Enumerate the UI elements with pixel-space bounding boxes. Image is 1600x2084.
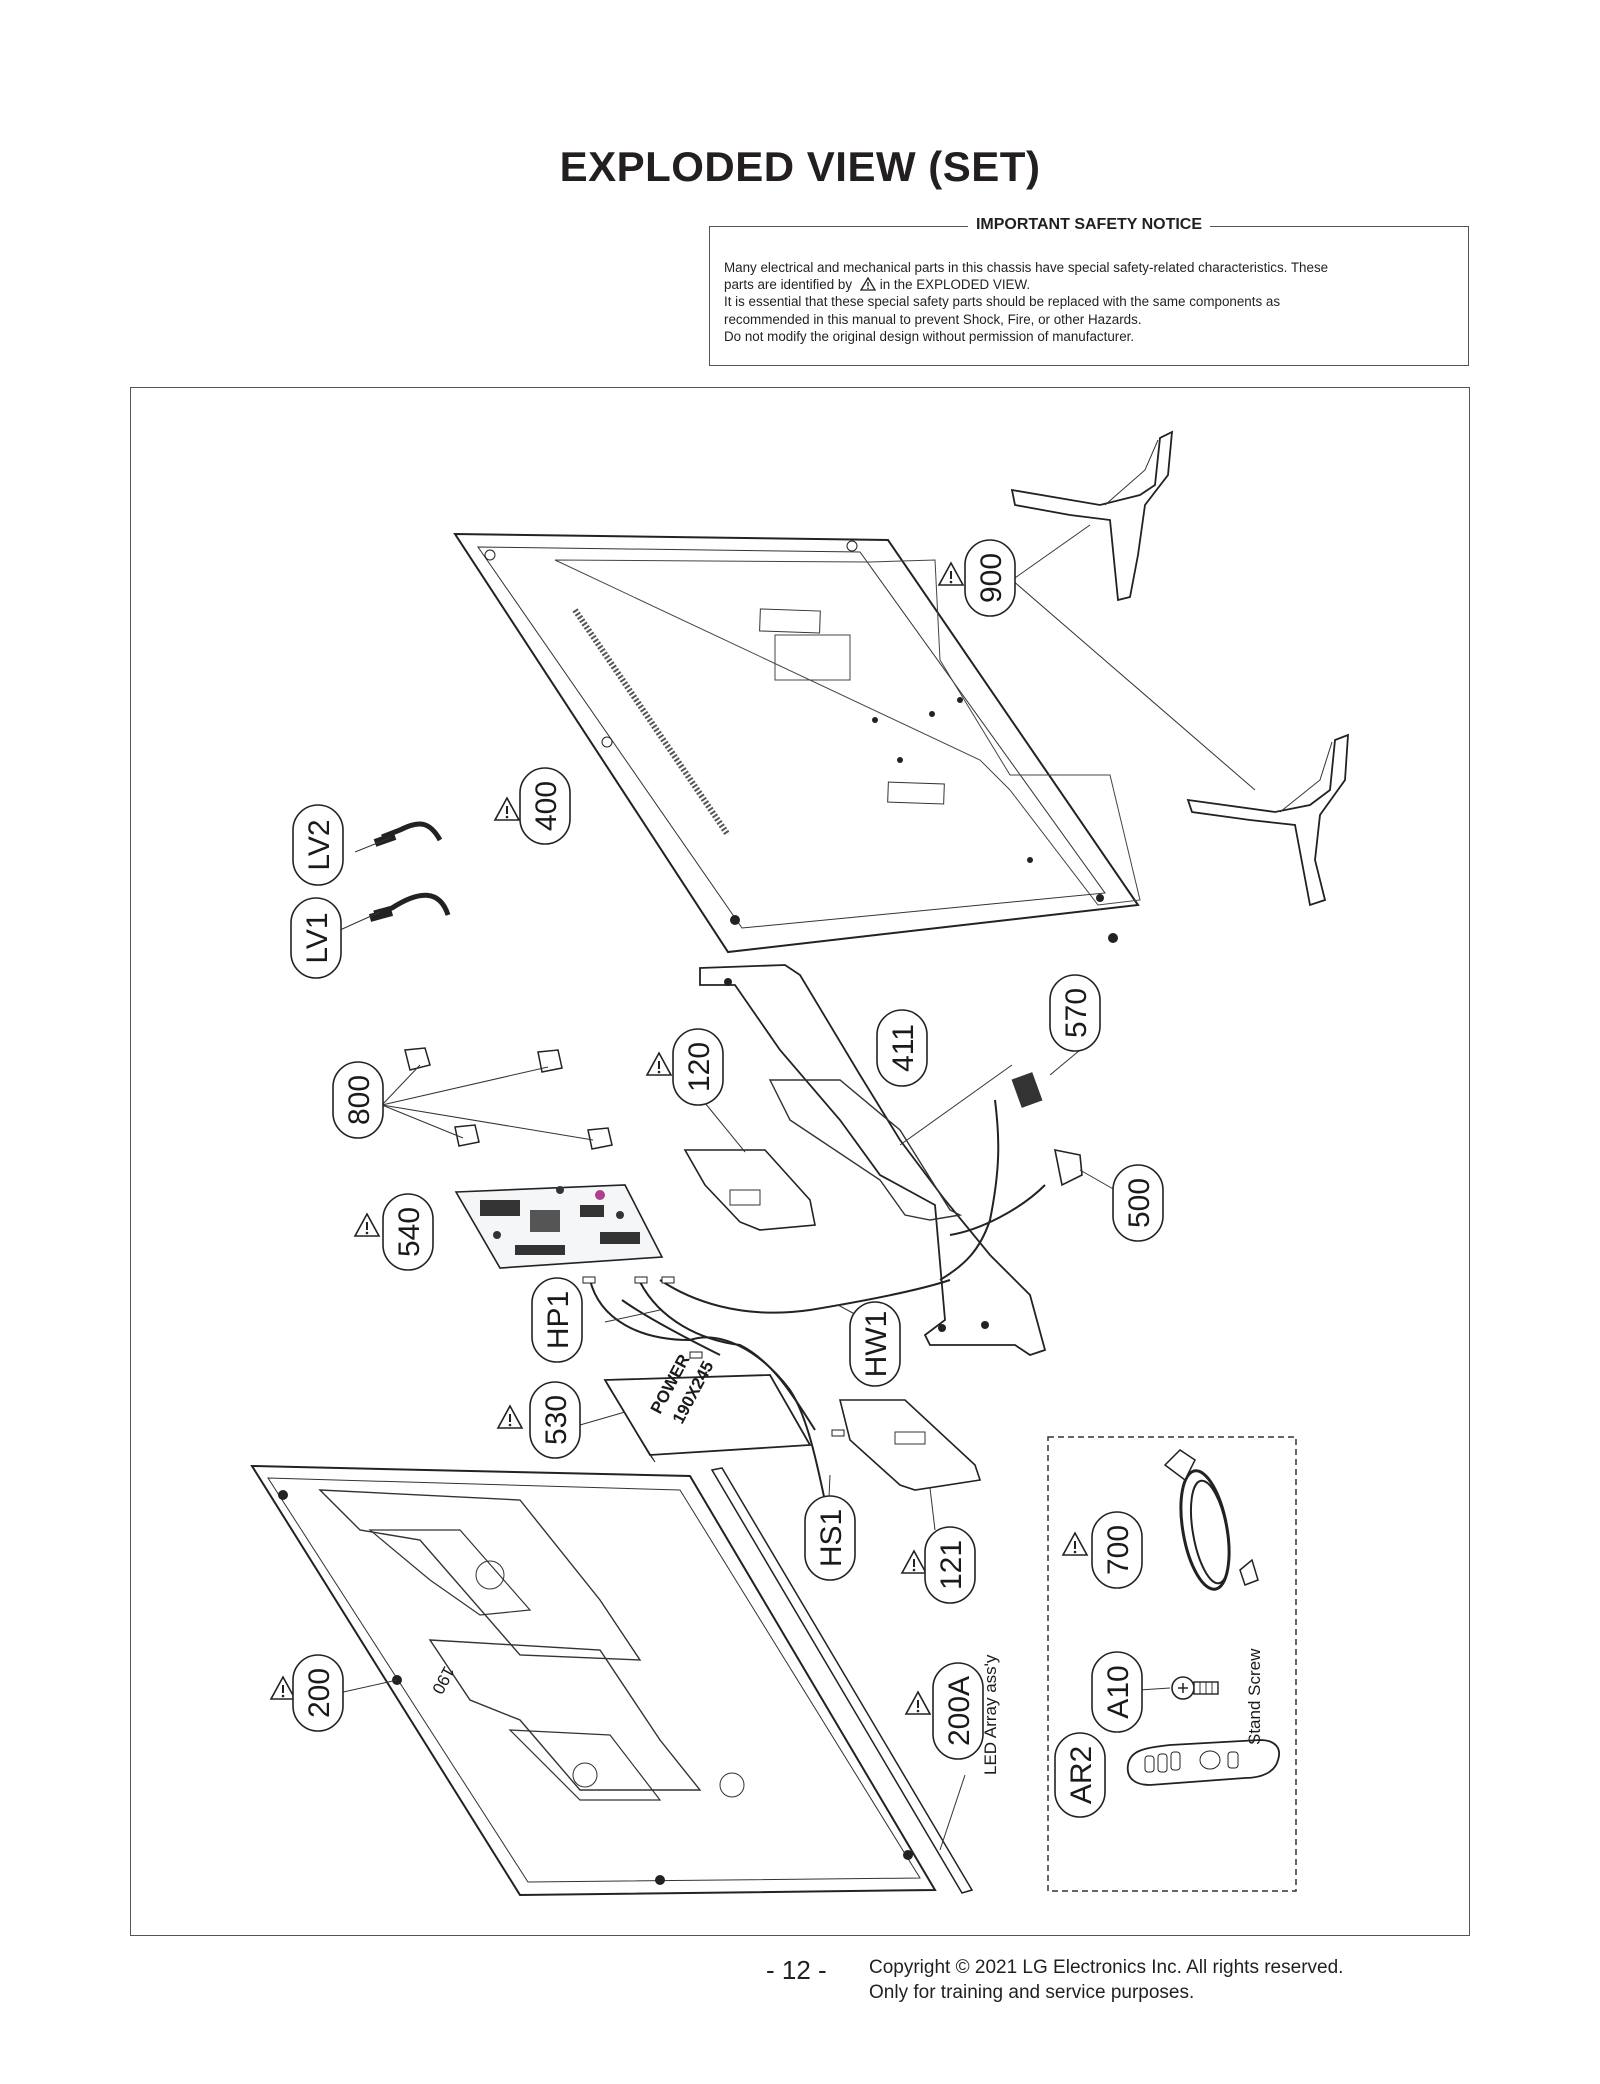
main-frame-part (699, 964, 1047, 1356)
callout-400: 400 (519, 767, 571, 845)
safety-notice-title: IMPORTANT SAFETY NOTICE (967, 216, 1211, 233)
callout-700: 700 (1091, 1511, 1143, 1589)
notice-line: Many electrical and mechanical parts in … (724, 260, 1329, 275)
callout-570: 570 (1049, 974, 1101, 1052)
callout-200a: 200A (932, 1662, 984, 1760)
svg-text:LV2: LV2 (303, 819, 336, 870)
board-120-part (683, 1102, 816, 1231)
back-cover-part (453, 532, 1141, 954)
stand-part (1010, 430, 1349, 907)
callout-hp1: HP1 (531, 1277, 583, 1363)
svg-text:HW1: HW1 (860, 1311, 893, 1378)
page-title: EXPLODED VIEW (SET) (559, 143, 1041, 190)
accessory-box (1047, 1436, 1297, 1892)
callout-540: 540 (382, 1193, 434, 1271)
svg-text:200: 200 (303, 1668, 336, 1718)
lvds-cable-part (339, 821, 451, 931)
display-panel-200-part: 190 (250, 1464, 937, 1897)
callout-ar2: AR2 (1054, 1732, 1106, 1818)
remote-control-part (1126, 1739, 1280, 1786)
svg-text:LV1: LV1 (301, 912, 334, 963)
led-array-200a-part (710, 1467, 974, 1894)
svg-text:200A: 200A (943, 1676, 976, 1746)
svg-text:700: 700 (1102, 1525, 1135, 1575)
part-570-500 (939, 1049, 1116, 1281)
callout-800: 800 (332, 1061, 384, 1139)
power-cord-part (1163, 1449, 1259, 1591)
safety-notice-text: Many electrical and mechanical parts in … (724, 259, 1454, 345)
safety-notice-box: IMPORTANT SAFETY NOTICE Many electrical … (709, 216, 1469, 366)
callout-a10: A10 (1091, 1651, 1143, 1733)
svg-text:121: 121 (935, 1540, 968, 1590)
copyright-notice: Copyright © 2021 LG Electronics Inc. All… (869, 1957, 1344, 2003)
main-board-540-part (454, 1184, 664, 1269)
svg-text:A10: A10 (1102, 1665, 1135, 1718)
callout-lv2: LV2 (292, 804, 344, 886)
exploded-view-frame (130, 387, 1470, 1936)
callout-200: 200 (292, 1654, 344, 1732)
svg-text:530: 530 (540, 1395, 573, 1445)
callout-900: 900 (964, 539, 1016, 617)
svg-text:AR2: AR2 (1065, 1746, 1098, 1804)
warning-triangle-icon (859, 276, 876, 291)
power-board-530-part: POWER 190X245 (579, 1351, 812, 1463)
svg-text:800: 800 (343, 1075, 376, 1125)
svg-text:900: 900 (975, 553, 1008, 603)
svg-text:411: 411 (887, 1024, 920, 1072)
page-number: - 12 - (766, 1955, 827, 1985)
notice-line: parts are identified by in the EXPLODED … (724, 276, 1031, 293)
svg-text:500: 500 (1123, 1178, 1156, 1228)
led-array-caption: LED Array ass'y (981, 1654, 1000, 1775)
callout-hs1: HS1 (804, 1495, 856, 1581)
callout-120: 120 (672, 1028, 724, 1106)
notice-line: recommended in this manual to prevent Sh… (724, 311, 1142, 327)
svg-text:HS1: HS1 (815, 1509, 848, 1567)
callout-121: 121 (924, 1526, 976, 1604)
callout-500: 500 (1112, 1164, 1164, 1242)
bracket-800-part (381, 1047, 613, 1150)
callout-lv1: LV1 (290, 897, 342, 979)
svg-text:HP1: HP1 (542, 1291, 575, 1349)
svg-text:120: 120 (683, 1042, 716, 1092)
callout-hw1: HW1 (849, 1301, 901, 1387)
notice-line: Do not modify the original design withou… (724, 328, 1135, 344)
notice-line: It is essential that these special safet… (724, 294, 1281, 310)
harness-cables (582, 1276, 951, 1521)
svg-text:400: 400 (530, 781, 563, 831)
svg-text:540: 540 (393, 1207, 426, 1257)
callout-411: 411 (876, 1009, 928, 1087)
board-121-part (838, 1399, 982, 1531)
stand-screw-caption: Stand Screw (1245, 1648, 1264, 1745)
stand-screw-part (1139, 1676, 1219, 1700)
svg-text:570: 570 (1060, 988, 1093, 1038)
callout-530: 530 (529, 1381, 581, 1459)
